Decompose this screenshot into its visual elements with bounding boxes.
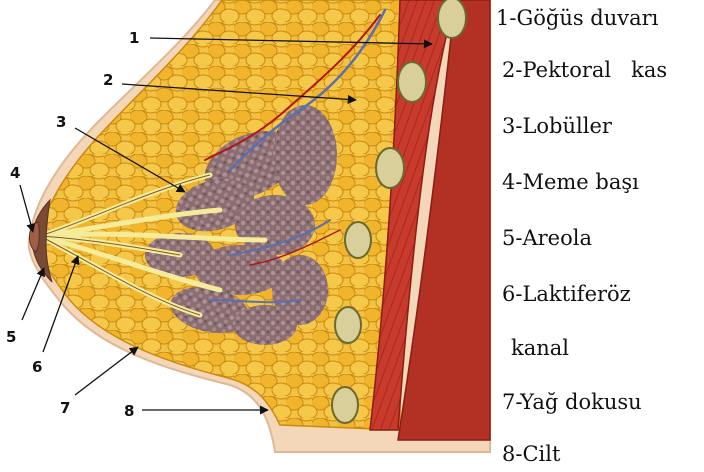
legend-item-lactiferous-duct-continued: kanal — [511, 338, 569, 359]
legend-item-pectoral-muscle: 2-Pektoral kas — [502, 60, 667, 81]
callout-number-6: 6 — [32, 358, 42, 376]
callout-number-3: 3 — [56, 113, 66, 131]
legend-item-lactiferous-duct: 6-Laktiferöz — [502, 284, 631, 305]
callout-number-2: 2 — [103, 71, 113, 89]
callout-number-8: 8 — [124, 402, 134, 420]
legend-item-lobules: 3-Lobüller — [502, 116, 612, 137]
legend-item-nipple: 4-Meme başı — [502, 172, 639, 193]
legend-item-areola: 5-Areola — [502, 228, 592, 249]
legend-item-fat-tissue: 7-Yağ dokusu — [502, 392, 642, 413]
callout-number-7: 7 — [60, 399, 70, 417]
callout-number-5: 5 — [6, 328, 16, 346]
legend-item-skin: 8-Cilt — [502, 444, 560, 465]
callout-number-1: 1 — [129, 29, 139, 47]
legend-item-chest-wall: 1-Göğüs duvarı — [496, 8, 658, 29]
callout-number-4: 4 — [10, 164, 20, 182]
